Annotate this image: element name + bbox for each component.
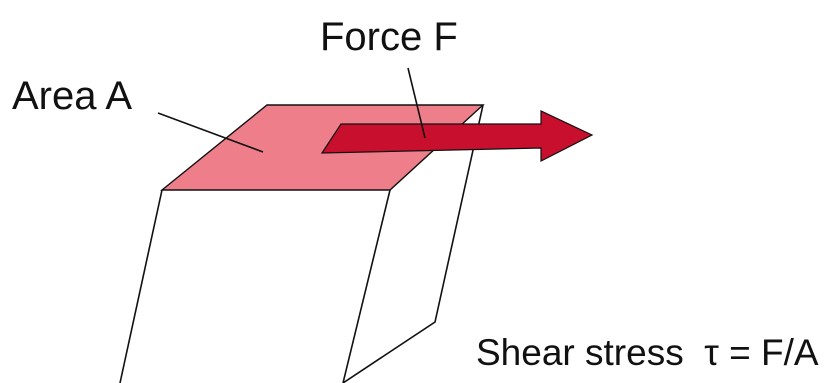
sheared-block <box>119 104 484 383</box>
block-left-face-outline <box>119 189 163 383</box>
force-label: Force F <box>320 15 458 59</box>
shear-stress-formula: Shear stress τ = F/A <box>476 332 819 373</box>
area-leader-line <box>157 112 264 153</box>
block-right-face-outline <box>342 104 484 383</box>
area-label: Area A <box>12 74 132 118</box>
force-arrow <box>320 110 594 162</box>
block-front-face-outline <box>342 189 391 383</box>
force-leader-line <box>407 67 426 139</box>
